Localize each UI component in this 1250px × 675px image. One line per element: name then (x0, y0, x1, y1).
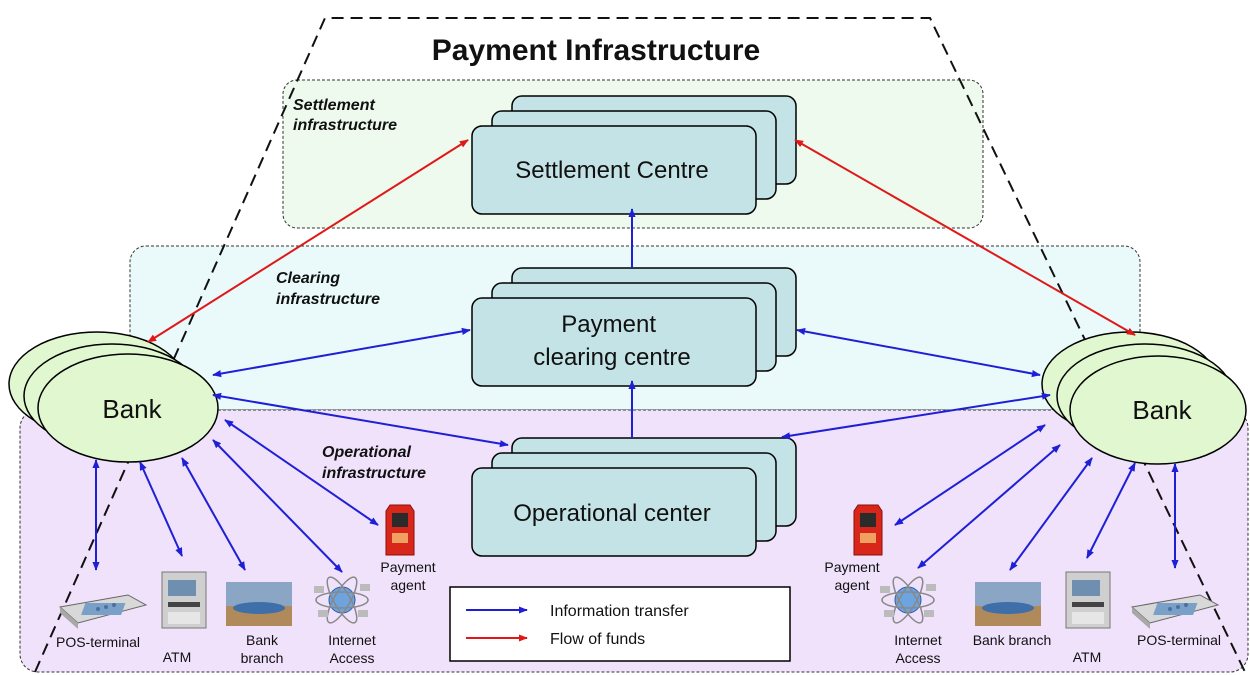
diagram-title: Payment Infrastructure (432, 34, 760, 67)
operational-center-label: Operational center (513, 500, 710, 527)
left-atm-label: ATM (163, 649, 192, 665)
bank-branch-icon (975, 582, 1041, 626)
clearing-centre-node: Payment clearing centre (471, 267, 797, 387)
internet-access-icon (880, 576, 936, 624)
settlement-centre-node: Settlement Centre (471, 95, 797, 215)
right-atm-label: ATM (1073, 649, 1102, 665)
pos-terminal-icon (58, 594, 148, 629)
atm-icon (161, 571, 207, 629)
funds-arrow-right (794, 139, 1136, 336)
funds-arrow-left (147, 139, 469, 343)
bank-left-node: Bank (8, 331, 219, 463)
info-arrow-right-atm (1086, 462, 1136, 559)
info-arrow-bank-right-clearing (796, 327, 1041, 378)
legend-info-label: Information transfer (550, 603, 689, 620)
payment-agent-icon (385, 504, 415, 556)
bank-right-node: Bank (1041, 331, 1247, 465)
settlement-centre-label: Settlement Centre (515, 157, 708, 184)
bank-right-label: Bank (1132, 395, 1192, 425)
left-pos-label: POS-terminal (56, 634, 140, 650)
info-arrow-right-branch (1009, 457, 1093, 571)
internet-access-icon (314, 576, 370, 624)
info-arrow-left-atm (139, 461, 183, 557)
info-arrow-bank-right-operational (781, 392, 1051, 440)
info-arrow-left-agent (224, 419, 379, 526)
clearing-centre-label: Payment clearing centre (533, 311, 690, 371)
pos-terminal-icon (1130, 594, 1220, 629)
right-pos-label: POS-terminal (1137, 632, 1221, 648)
settlement-zone-label: Settlement infrastructure (293, 97, 397, 134)
payment-agent-icon (853, 504, 883, 556)
bank-left-label: Bank (102, 394, 162, 424)
atm-icon (1065, 571, 1111, 629)
right-branch-label: Bank branch (973, 632, 1052, 648)
legend-funds-label: Flow of funds (550, 631, 645, 648)
operational-center-node: Operational center (471, 437, 797, 557)
info-arrow-bank-left-clearing (212, 327, 471, 378)
legend: Information transfer Flow of funds (449, 586, 791, 662)
bank-branch-icon (226, 582, 292, 626)
